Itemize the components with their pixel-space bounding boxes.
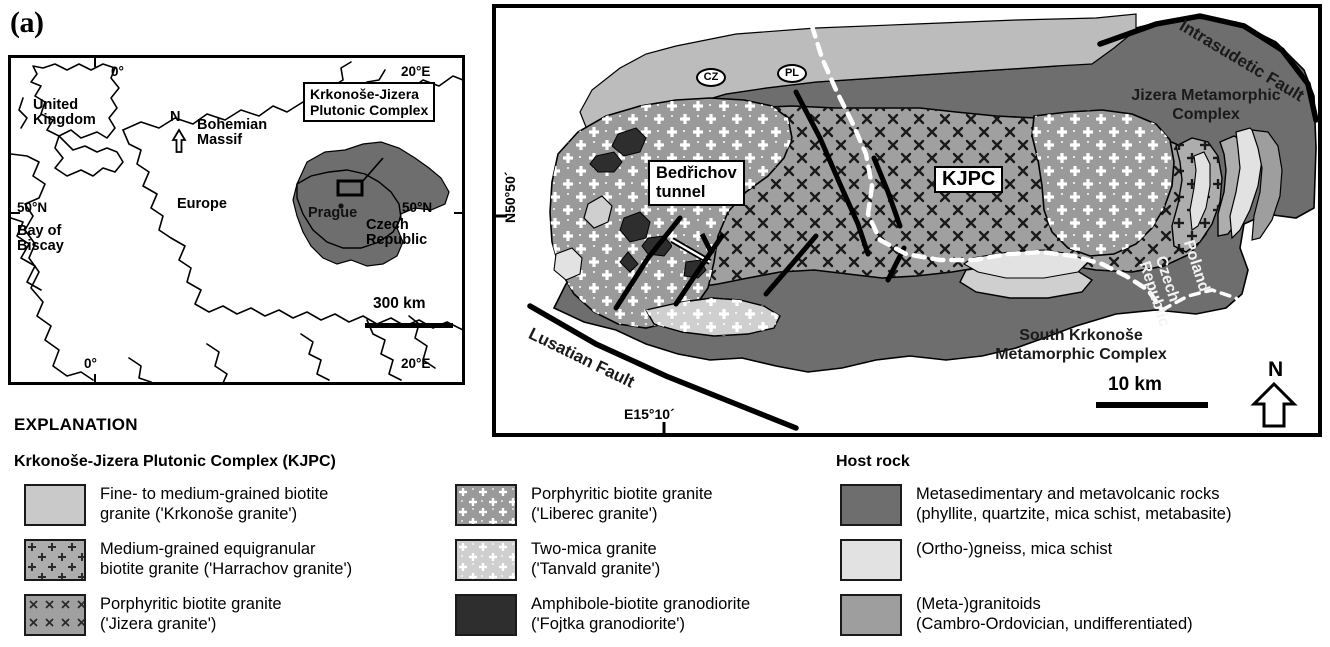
jizera-metamorphic-complex-area	[579, 13, 1137, 159]
legend-label-liberec-granite: Porphyritic biotite granite ('Liberec gr…	[531, 485, 713, 523]
fojtka-granodiorite-2	[589, 151, 623, 173]
scale-bar-label-b: 10 km	[1108, 374, 1162, 395]
legend-label-fojtka-granodiorite: Amphibole-biotite granodiorite ('Fojtka …	[531, 595, 751, 633]
legend-item-metasedimentary-metavolcanic[interactable]: Metasedimentary and metavolcanic rocks (…	[840, 484, 1330, 526]
legend-swatch-orthogneiss-mica-schist	[840, 539, 902, 581]
state-border-dashed	[809, 23, 1171, 337]
fojtka-granodiorite-3	[619, 211, 651, 243]
legend-item-krkonose-granite[interactable]: Fine- to medium-grained biotite granite …	[24, 484, 444, 526]
coord-a-top-right: 20°E	[401, 64, 431, 79]
label-south-krkonose-metamorphic-complex: South Krkonoše Metamorphic Complex	[995, 327, 1167, 363]
label-united-kingdom: United Kingdom	[33, 97, 96, 128]
kjpc-box: KJPC	[934, 166, 1004, 193]
north-arrow-icon-b	[1250, 381, 1298, 428]
legend-label-krkonose-granite: Fine- to medium-grained biotite granite …	[100, 485, 329, 523]
kjpc-inset-rect	[336, 179, 364, 197]
label-czech-republic: Czech Republic	[366, 217, 428, 248]
coord-b-longitude: E15°10´	[624, 406, 675, 422]
coord-b-latitude: N50°50´	[502, 171, 518, 223]
legend-label-harrachov-granite: Medium-grained equigranular biotite gran…	[100, 540, 353, 578]
legend-item-meta-granitoids[interactable]: (Meta-)granitoids (Cambro-Ordovician, un…	[840, 594, 1330, 636]
scale-bar-a	[365, 323, 453, 328]
label-bohemian-massif: Bohemian Massif	[197, 117, 268, 148]
tanvald-granite-plushatch-2	[646, 298, 780, 336]
north-label-b: N	[1268, 358, 1284, 381]
gneiss-sliver-west	[553, 247, 583, 281]
coord-a-right: 50°N	[402, 200, 433, 215]
legend-item-harrachov-granite[interactable]: Medium-grained equigranular biotite gran…	[24, 539, 444, 581]
legend-item-fojtka-granodiorite[interactable]: Amphibole-biotite granodiorite ('Fojtka …	[455, 594, 825, 636]
legend-label-orthogneiss-mica-schist: (Ortho-)gneiss, mica schist	[916, 540, 1113, 558]
legend-item-liberec-granite[interactable]: Porphyritic biotite granite ('Liberec gr…	[455, 484, 825, 526]
lusatian-fault-line	[527, 303, 799, 431]
intrasudetic-fault-line	[1097, 13, 1318, 123]
fault-lines	[527, 13, 1318, 431]
label-bay-of-biscay: Bay of Biscay	[17, 223, 64, 254]
legend-swatch-meta-granitoids	[840, 594, 902, 636]
country-code-pl: PL	[777, 64, 807, 83]
label-prague: Prague	[308, 205, 358, 221]
fojtka-granodiorite-6	[619, 251, 639, 273]
tanvald-granite-sliver-1	[583, 195, 613, 229]
legend-swatch-krkonose-granite	[24, 484, 86, 526]
label-europe: Europe	[177, 196, 227, 212]
czech-republic-outline	[296, 169, 402, 249]
legend-label-metasedimentary-metavolcanic: Metasedimentary and metavolcanic rocks (…	[916, 485, 1232, 523]
legend-swatch-harrachov-granite	[24, 539, 86, 581]
label-jizera-metamorphic-complex: Jizera Metamorphic Complex	[1131, 87, 1281, 123]
legend-swatch-metasedimentary-metavolcanic	[840, 484, 902, 526]
country-code-cz: CZ	[696, 68, 726, 87]
legend-swatch-liberec-granite	[455, 484, 517, 526]
scale-bar-b	[1096, 402, 1208, 408]
legend-swatch-fojtka-granodiorite	[455, 594, 517, 636]
legend-group-kjpc-title: Krkonoše-Jizera Plutonic Complex (KJPC)	[14, 453, 336, 470]
legend-label-jizera-granite: Porphyritic biotite granite ('Jizera gra…	[100, 595, 282, 633]
fojtka-granodiorite-1	[611, 127, 647, 157]
panel-b-geology	[496, 13, 1318, 433]
state-border-dashed-branch	[1160, 288, 1258, 340]
metagranitoid-belt	[1251, 129, 1283, 241]
legend-item-tanvald-granite[interactable]: Two-mica granite ('Tanvald granite')	[455, 539, 825, 581]
legend-item-jizera-granite[interactable]: Porphyritic biotite granite ('Jizera gra…	[24, 594, 444, 636]
north-arrow-icon	[171, 128, 187, 153]
liberec-granite-plushatch-east	[1032, 110, 1174, 256]
gneiss-sliver-east-2	[1189, 151, 1211, 231]
legend-item-orthogneiss-mica-schist[interactable]: (Ortho-)gneiss, mica schist	[840, 539, 1330, 581]
legend-group-host-title: Host rock	[836, 453, 910, 470]
kjpc-leader-line	[361, 157, 384, 183]
coord-a-bottom-left: 0°	[84, 356, 97, 371]
kjpc-callout-box: Krkonoše-Jizera Plutonic Complex	[303, 82, 436, 122]
coord-a-left: 50°N	[17, 200, 48, 215]
coord-a-top-left: 0°	[111, 64, 124, 79]
prague-dot	[338, 203, 344, 209]
panel-a-europe-location-map: United Kingdom Bohemian Massif Europe Cz…	[8, 55, 465, 385]
north-label-a: N	[170, 109, 181, 125]
legend-title: EXPLANATION	[14, 415, 138, 434]
legend-label-tanvald-granite: Two-mica granite ('Tanvald granite')	[531, 540, 661, 578]
bedrichov-tunnel-box: Bedřichov tunnel	[648, 160, 745, 206]
legend-label-meta-granitoids: (Meta-)granitoids (Cambro-Ordovician, un…	[916, 595, 1193, 633]
legend-swatch-tanvald-granite	[455, 539, 517, 581]
legend-swatch-jizera-granite	[24, 594, 86, 636]
panel-b-geological-map: Jizera Metamorphic Complex South Krkonoš…	[492, 4, 1322, 437]
coord-a-bottom-right: 20°E	[401, 356, 431, 371]
scale-bar-label-a: 300 km	[373, 295, 426, 312]
panel-a-label: (a)	[10, 6, 44, 39]
